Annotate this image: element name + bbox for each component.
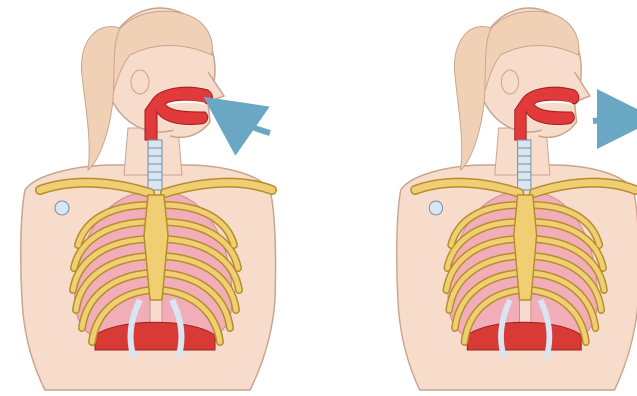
exhalation-torso-illustration [397, 8, 637, 390]
exhale-arrow-icon [593, 119, 627, 121]
inhalation-torso-illustration [21, 8, 276, 390]
inhalation-panel [21, 8, 276, 390]
inhale-arrow-icon [228, 114, 270, 133]
exhalation-panel [397, 8, 637, 390]
